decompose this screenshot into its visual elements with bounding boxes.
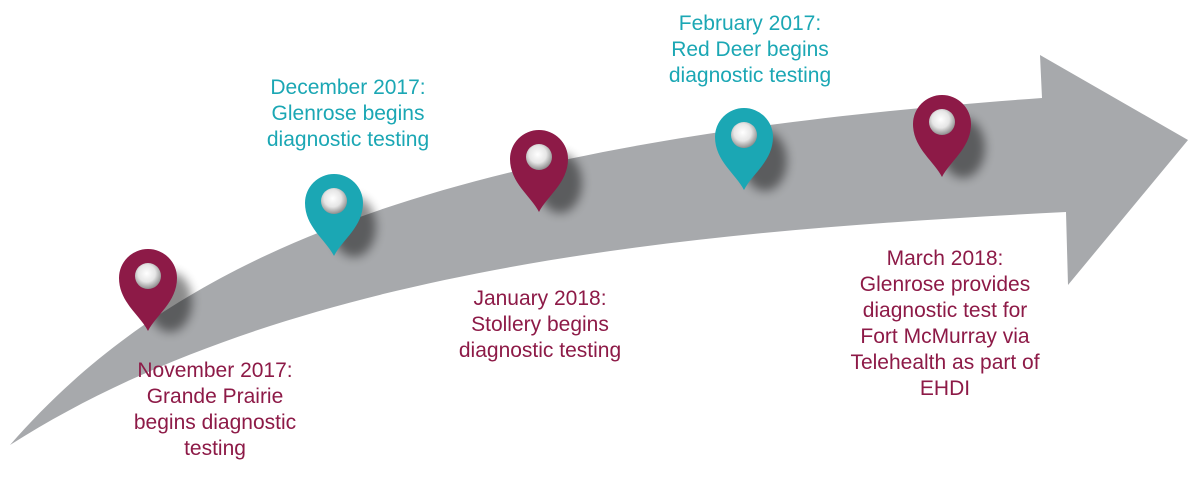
pin-feb2017	[715, 108, 787, 191]
map-pin-icon	[715, 108, 773, 190]
milestone-date: January 2018:	[473, 287, 607, 310]
pin-hole	[731, 122, 757, 148]
milestone-text: diagnostic testing	[668, 64, 832, 87]
milestone-text: EHDI	[919, 377, 971, 400]
milestone-label-mar2018: March 2018: Glenrose provides diagnostic…	[800, 246, 1090, 402]
map-pin-icon	[913, 95, 971, 177]
pin-hole	[135, 263, 161, 289]
pin-hole	[321, 188, 347, 214]
map-pin-icon	[510, 130, 568, 212]
milestone-date: March 2018:	[886, 247, 1004, 270]
milestone-text: diagnostic testing	[266, 128, 430, 151]
milestone-text: Fort McMurray via	[860, 325, 1030, 348]
milestone-date: December 2017:	[270, 76, 426, 99]
pin-hole	[526, 144, 552, 170]
milestone-text: diagnostic testing	[458, 339, 622, 362]
pin-mar2018	[913, 95, 985, 178]
milestone-text: Stollery begins	[471, 313, 609, 336]
map-pin-icon	[119, 249, 177, 331]
milestone-label-feb2017: February 2017: Red Deer begins diagnosti…	[640, 11, 860, 89]
pin-nov2017	[119, 249, 192, 332]
milestone-text: Grande Prairie	[146, 385, 284, 408]
milestone-text: Glenrose provides	[859, 273, 1031, 296]
pin-dec2017	[305, 174, 376, 257]
milestone-label-nov2017: November 2017: Grande Prairie begins dia…	[110, 358, 320, 462]
milestone-text: Glenrose begins	[271, 102, 425, 125]
timeline-arrow	[10, 55, 1188, 445]
milestone-label-jan2018: January 2018: Stollery begins diagnostic…	[440, 286, 640, 364]
milestone-text: Telehealth as part of	[850, 351, 1040, 374]
milestone-text: begins diagnostic	[133, 411, 297, 434]
milestone-date: November 2017:	[137, 359, 293, 382]
pin-hole	[929, 109, 955, 135]
milestone-label-dec2017: December 2017: Glenrose begins diagnosti…	[238, 75, 458, 153]
milestone-date: February 2017:	[678, 12, 822, 35]
map-pin-icon	[305, 174, 363, 256]
pin-jan2018	[510, 130, 582, 213]
milestone-text: diagnostic test for	[862, 299, 1028, 322]
milestone-text: Red Deer begins	[671, 38, 829, 61]
milestone-text: testing	[184, 437, 246, 460]
